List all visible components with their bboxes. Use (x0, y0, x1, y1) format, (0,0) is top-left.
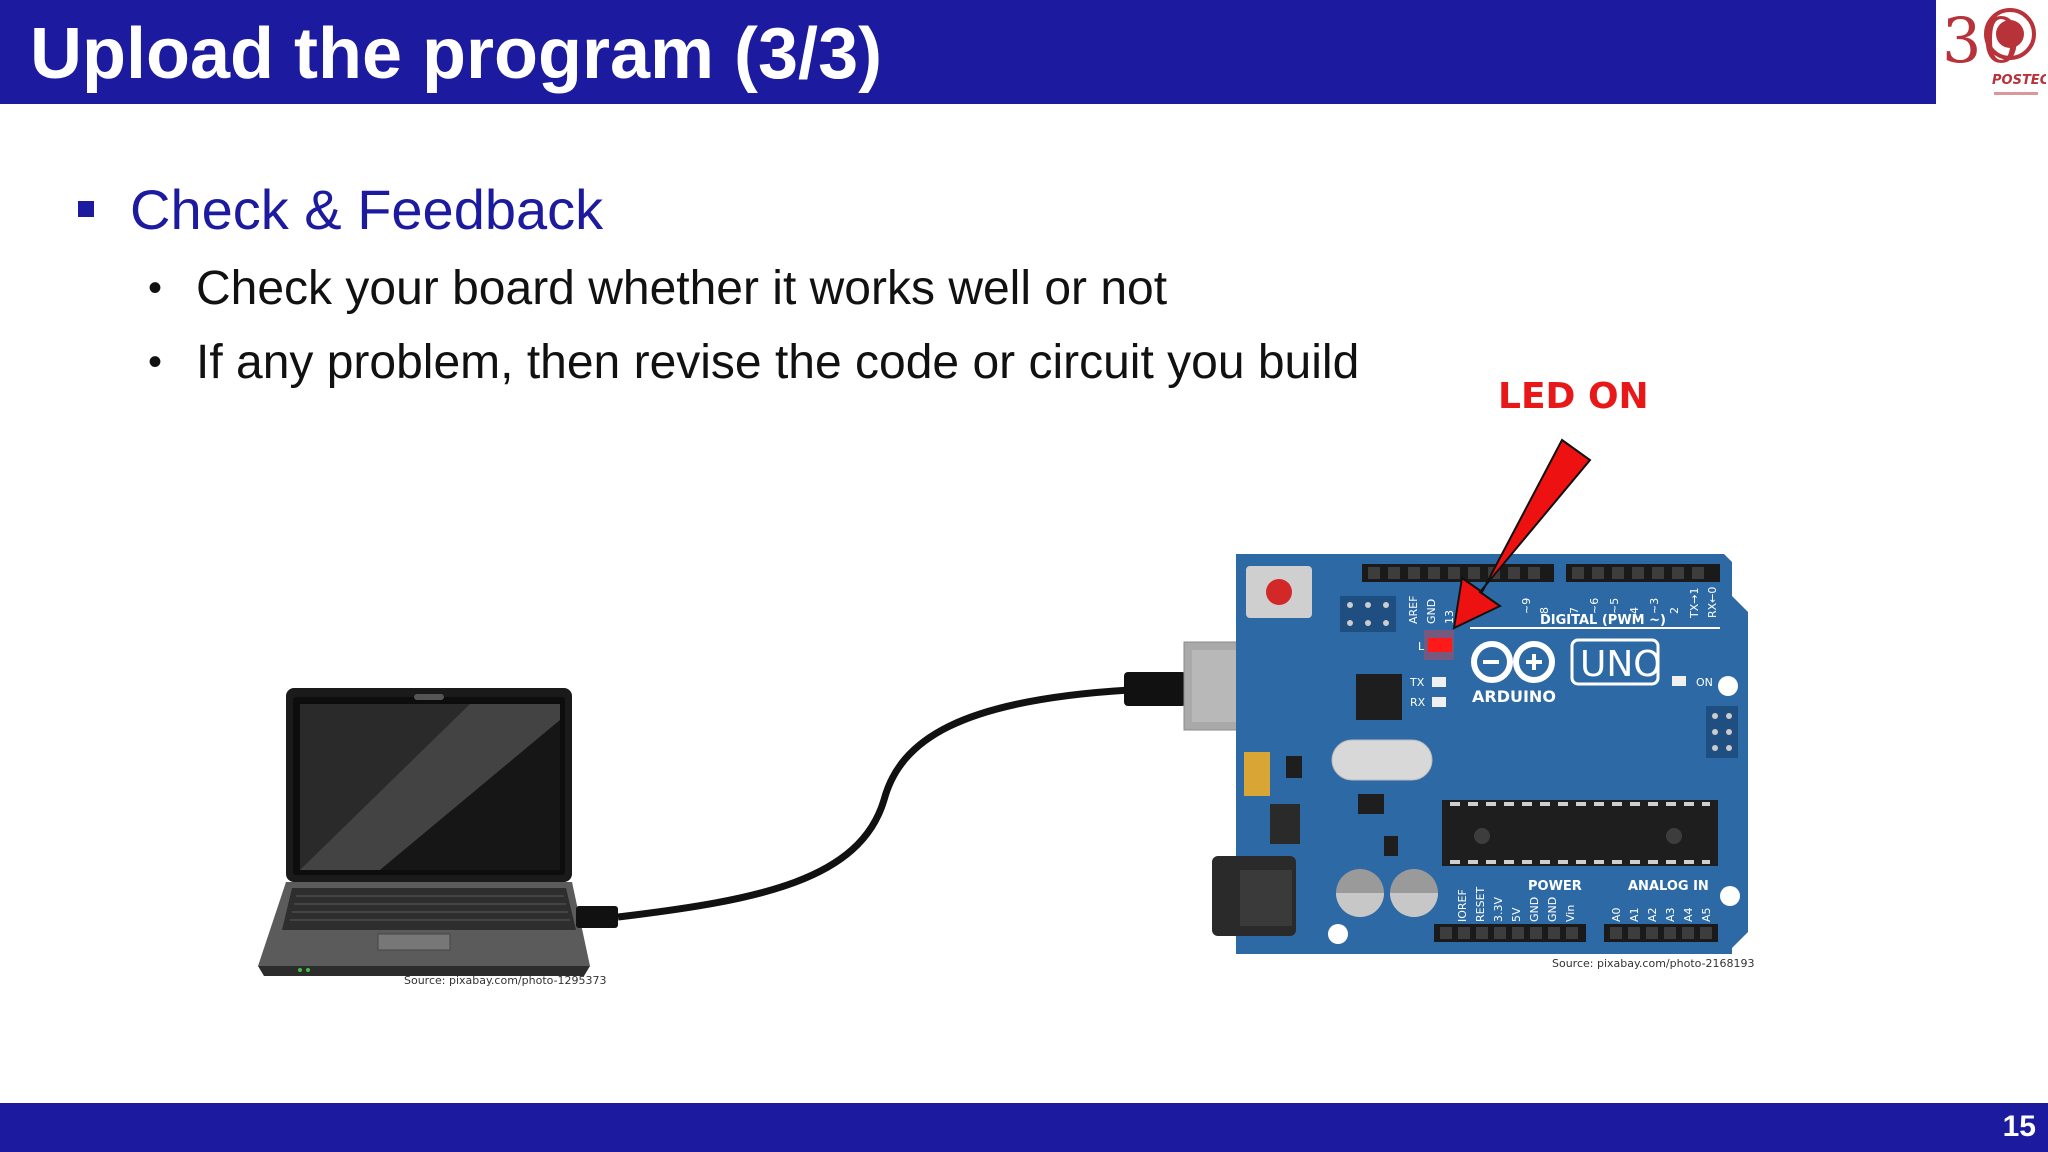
arduino-logo-icon (1471, 641, 1555, 683)
svg-text:TX→1: TX→1 (1688, 588, 1701, 619)
footer-bar: 15 (0, 1103, 2048, 1152)
svg-text:13: 13 (1443, 610, 1456, 624)
svg-text:A0: A0 (1610, 907, 1623, 922)
page-number: 15 (2002, 1110, 2036, 1143)
sub-bullet: • If any problem, then revise the code o… (148, 331, 1359, 393)
uno-label: UNO (1580, 644, 1662, 685)
slide-title: Upload the program (3/3) (30, 14, 883, 94)
arduino-uno-board: AREF GND 13 ~9 8 7 ~6 ~5 4 ~3 2 TX→1 RX←… (1212, 554, 1748, 954)
digital-pin-labels: AREF GND 13 ~9 8 7 ~6 ~5 4 ~3 2 TX→1 RX←… (1407, 587, 1719, 624)
analog-pin-labels: A0 A1 A2 A3 A4 A5 (1610, 907, 1713, 922)
svg-text:8: 8 (1538, 607, 1551, 614)
title-bar: Upload the program (3/3) (0, 0, 1936, 104)
laptop-image-source: Source: pixabay.com/photo-1295373 (404, 974, 607, 987)
main-bullet: Check & Feedback (78, 172, 603, 246)
svg-text:Vin: Vin (1564, 905, 1577, 922)
svg-text:~9: ~9 (1520, 598, 1533, 614)
red-arrow-icon (1452, 438, 1592, 630)
svg-text:AREF: AREF (1407, 596, 1420, 624)
sub-bullet-text: If any problem, then revise the code or … (196, 335, 1360, 389)
sub-bullet: • Check your board whether it works well… (148, 257, 1167, 319)
svg-text:A2: A2 (1646, 907, 1659, 922)
svg-text:GND: GND (1546, 897, 1559, 922)
led-l-label: L (1418, 640, 1425, 653)
arduino-image-source: Source: pixabay.com/photo-2168193 (1552, 957, 1755, 970)
svg-text:~3: ~3 (1648, 598, 1661, 614)
led-on-label: LED ON (1498, 376, 1649, 417)
svg-text:RX←0: RX←0 (1706, 587, 1719, 618)
svg-text:4: 4 (1628, 607, 1641, 614)
svg-text:ON: ON (1696, 676, 1713, 689)
bullet-dot-icon: • (148, 339, 163, 384)
svg-text:RX: RX (1410, 696, 1426, 709)
svg-text:GND: GND (1528, 897, 1541, 922)
svg-text:7: 7 (1568, 607, 1581, 614)
svg-text:~5: ~5 (1608, 598, 1621, 614)
svg-text:3.3V: 3.3V (1492, 897, 1505, 922)
svg-text:RESET: RESET (1474, 886, 1487, 922)
square-bullet-icon (78, 201, 94, 217)
svg-text:A1: A1 (1628, 907, 1641, 922)
svg-text:A5: A5 (1700, 907, 1713, 922)
svg-text:TX: TX (1409, 676, 1425, 689)
logo-wordmark: POSTECH (1992, 73, 2046, 88)
svg-text:2: 2 (1668, 607, 1681, 614)
analog-in-label: ANALOG IN (1628, 879, 1709, 894)
svg-text:IOREF: IOREF (1456, 889, 1469, 922)
svg-text:A4: A4 (1682, 907, 1695, 922)
svg-text:GND: GND (1425, 599, 1438, 624)
power-pin-labels: IOREF RESET 3.3V 5V GND GND Vin (1456, 886, 1577, 922)
laptop-image (258, 688, 590, 976)
led-l-indicator (1428, 638, 1452, 652)
power-label: POWER (1528, 879, 1582, 894)
svg-text:A3: A3 (1664, 907, 1677, 922)
main-bullet-text: Check & Feedback (130, 177, 604, 241)
svg-text:5V: 5V (1510, 907, 1523, 922)
sub-bullet-text: Check your board whether it works well o… (196, 261, 1168, 315)
digital-header-label: DIGITAL (PWM ~) (1540, 613, 1666, 628)
postech-30th-logo: 30 POSTECH (1938, 0, 2046, 110)
usb-cable (576, 641, 1309, 928)
svg-text:~6: ~6 (1588, 598, 1601, 614)
arduino-brand-label: ARDUINO (1472, 687, 1556, 706)
bullet-dot-icon: • (148, 265, 163, 310)
